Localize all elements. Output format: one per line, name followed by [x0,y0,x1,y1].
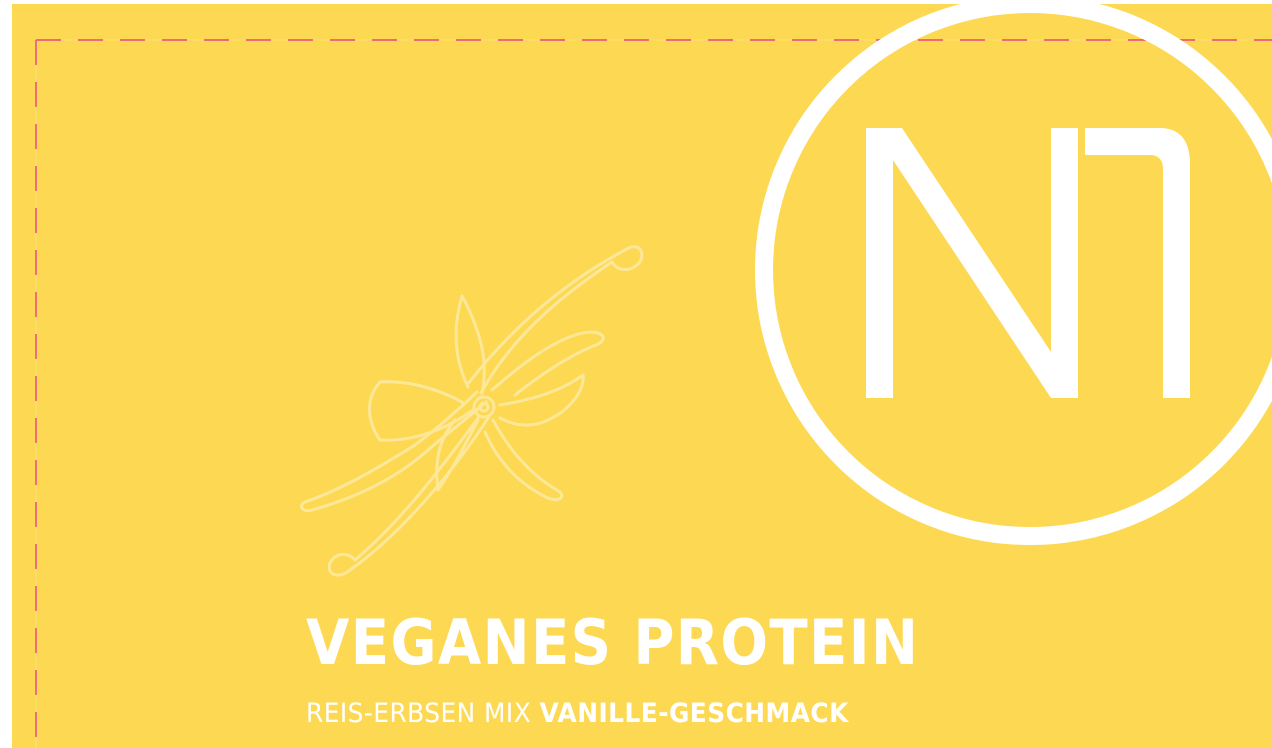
product-subtitle-light: REIS-ERBSEN MIX [306,698,532,729]
product-subtitle-bold: VANILLE-GESCHMACK [539,698,849,729]
product-subtitle: REIS-ERBSEN MIX VANILLE-GESCHMACK [306,700,849,727]
product-title: VEGANES PROTEIN [306,606,920,679]
